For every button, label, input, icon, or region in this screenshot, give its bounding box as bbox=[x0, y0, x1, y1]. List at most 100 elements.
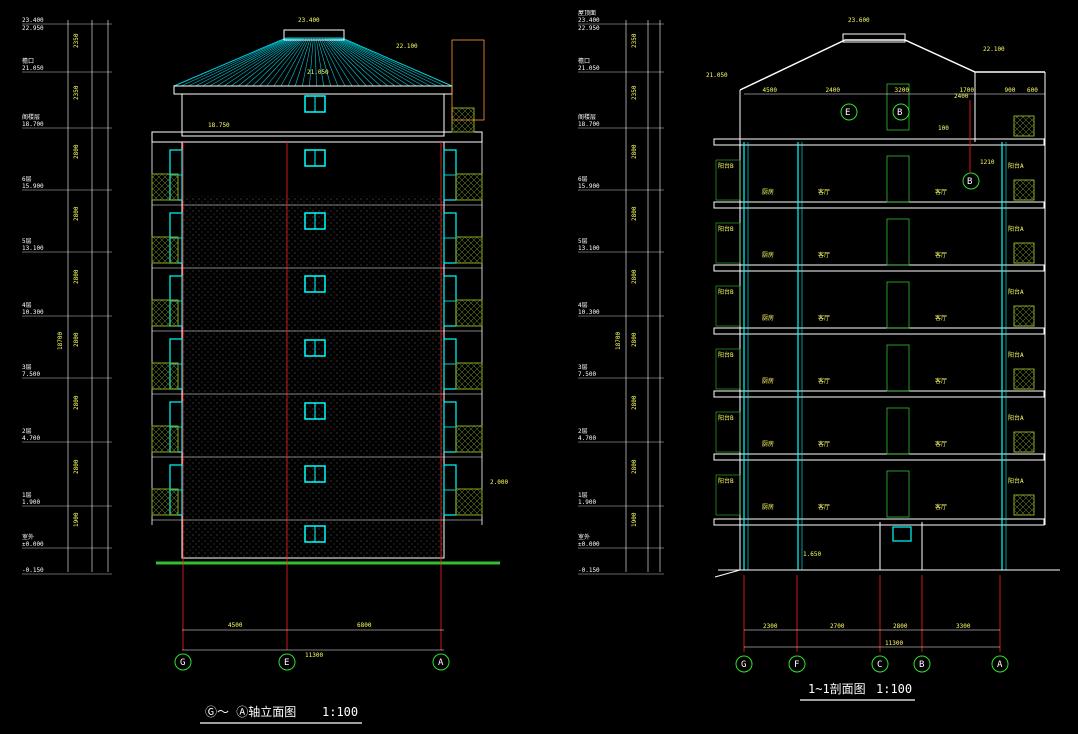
roof-line bbox=[195, 37, 291, 87]
level-elev: 4.700 bbox=[578, 435, 596, 442]
level-label: 2层 bbox=[22, 428, 32, 435]
center-windows bbox=[304, 95, 326, 543]
roof-line bbox=[324, 37, 367, 87]
room-label: 阳台B bbox=[718, 162, 734, 170]
axis-label: A bbox=[997, 660, 1003, 670]
level-label: 屋顶面 bbox=[578, 10, 596, 17]
level-label: 1层 bbox=[578, 492, 588, 499]
dim-segment: 2800 bbox=[631, 206, 638, 221]
level-label: 1层 bbox=[22, 492, 32, 499]
dim-segment: 2800 bbox=[73, 206, 80, 221]
axis-bubble bbox=[991, 655, 1009, 673]
room-label: 客厅 bbox=[935, 440, 947, 448]
dim-total: 18700 bbox=[615, 332, 622, 350]
floor-slab bbox=[713, 390, 1045, 398]
axis-bubble bbox=[913, 655, 931, 673]
dim-segment: 1900 bbox=[73, 512, 80, 527]
sec-top-mark-2: 22.100 bbox=[983, 46, 1005, 53]
roof-line bbox=[321, 37, 353, 87]
level-elev: 15.900 bbox=[22, 183, 44, 190]
axis-label: C bbox=[877, 660, 882, 670]
level-label: 4层 bbox=[22, 302, 32, 309]
balconies bbox=[151, 39, 485, 516]
roof-line bbox=[323, 37, 360, 87]
balcony-rail bbox=[1013, 368, 1035, 390]
level-elev: 15.900 bbox=[578, 183, 600, 190]
roof-line bbox=[266, 37, 305, 87]
floor-slab bbox=[713, 327, 1045, 335]
dim-segment: 2800 bbox=[631, 144, 638, 159]
room-label: 客厅 bbox=[818, 188, 830, 196]
room-label: 客厅 bbox=[818, 377, 830, 385]
room-label: 阳台B bbox=[718, 414, 734, 422]
roof-line bbox=[314, 37, 317, 87]
roof-line bbox=[336, 37, 424, 87]
balcony-rail bbox=[1013, 242, 1035, 264]
axis-bubble bbox=[871, 655, 889, 673]
floor-slabs bbox=[713, 72, 1046, 570]
interior-door bbox=[886, 218, 910, 266]
axis-bubble bbox=[278, 653, 296, 671]
room-label: 客厅 bbox=[935, 188, 947, 196]
roof-line bbox=[202, 37, 292, 87]
section-walls bbox=[743, 72, 1007, 570]
misc-elev-1650: 1.650 bbox=[803, 551, 821, 558]
roof-line bbox=[294, 37, 311, 87]
roof-line bbox=[333, 37, 410, 87]
level-label: 6层 bbox=[578, 176, 588, 183]
top-dim: 2400 bbox=[826, 87, 841, 94]
balcony-rail bbox=[455, 236, 483, 264]
room-label: 阳台A bbox=[1008, 477, 1024, 485]
level-label: 6层 bbox=[22, 176, 32, 183]
dim-segment: 2350 bbox=[631, 85, 638, 100]
axis-bubble bbox=[432, 653, 450, 671]
top-mark-3: 21.050 bbox=[307, 69, 329, 76]
room-label: 客厅 bbox=[818, 440, 830, 448]
balcony-rail bbox=[455, 362, 483, 390]
level-elev: 21.050 bbox=[578, 65, 600, 72]
ground-window bbox=[892, 526, 912, 542]
level-elev: 18.700 bbox=[22, 121, 44, 128]
sec-bottom-total: 11300 bbox=[885, 640, 903, 647]
interior-door bbox=[886, 344, 910, 392]
room-label: 客厅 bbox=[935, 314, 947, 322]
top-mark-4: 18.750 bbox=[208, 122, 230, 129]
room-label: 阳台A bbox=[1008, 225, 1024, 233]
attic-door bbox=[886, 83, 910, 131]
level-elev: 1.900 bbox=[578, 499, 596, 506]
level-label: 阁楼层 bbox=[22, 113, 40, 121]
dim-segment: 2350 bbox=[631, 33, 638, 48]
level-elev: 23.400 bbox=[22, 17, 44, 24]
room-label: 阳台B bbox=[718, 351, 734, 359]
floor-slab bbox=[713, 264, 1045, 272]
roof-line bbox=[320, 37, 346, 87]
roof-line bbox=[188, 37, 290, 87]
balcony-rail bbox=[1013, 179, 1035, 201]
room-label: 客厅 bbox=[935, 503, 947, 511]
roof-cap bbox=[283, 29, 345, 41]
axis-bubble bbox=[735, 655, 753, 673]
roof-line bbox=[302, 37, 313, 87]
roof-line bbox=[237, 37, 300, 87]
axis-label-b-mid: B bbox=[967, 177, 972, 187]
floor-slab bbox=[713, 518, 1045, 526]
roof-line bbox=[280, 37, 308, 87]
section-roof-cap bbox=[842, 33, 906, 43]
room-label: 阳台A bbox=[1008, 162, 1024, 170]
misc-dim-1210: 1210 bbox=[980, 159, 995, 166]
level-elev: ±0.000 bbox=[22, 541, 44, 548]
roof-line bbox=[334, 37, 417, 87]
axis-bubble bbox=[788, 655, 806, 673]
roof-line bbox=[273, 37, 307, 87]
dim-segment: 2800 bbox=[73, 144, 80, 159]
dim-segment: 2800 bbox=[73, 332, 80, 347]
top-mark-2: 22.100 bbox=[396, 43, 418, 50]
right-mark: 2.000 bbox=[490, 479, 508, 486]
level-label: 阁楼层 bbox=[578, 113, 596, 121]
balcony-frame bbox=[715, 474, 741, 516]
dim-segment: 2800 bbox=[631, 459, 638, 474]
room-label: 厨房 bbox=[762, 503, 774, 511]
